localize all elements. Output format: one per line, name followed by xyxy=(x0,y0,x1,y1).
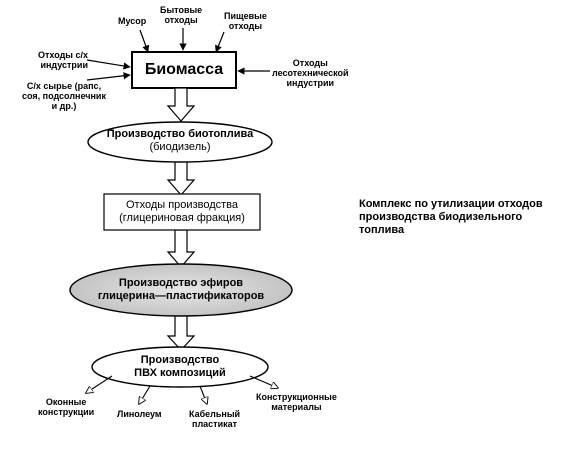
arrow-windows xyxy=(86,375,113,393)
output-cable-label: Кабельный пластикат xyxy=(189,409,241,429)
arrow-cable xyxy=(199,385,207,404)
esters-ellipse xyxy=(69,263,293,317)
arrow-construction xyxy=(249,375,278,388)
pvc-ellipse xyxy=(91,346,269,388)
biofuel-ellipse xyxy=(87,121,273,163)
output-linoleum-label: Линолеум xyxy=(117,409,162,419)
input-household-label: Бытовые отходы xyxy=(160,5,203,25)
flow-arrow-1 xyxy=(166,87,196,122)
input-agro-raw-label: С/х сырье (рапс, соя, подсолнечник и др.… xyxy=(22,81,106,111)
flow-arrow-4 xyxy=(166,313,196,351)
arrow-linoleum xyxy=(139,385,151,404)
input-forestry-label: Отходы лесотехнической индустрии xyxy=(272,58,349,88)
waste-sublabel: (глицериновая фракция) xyxy=(119,212,245,224)
output-windows-label: Оконные конструкции xyxy=(38,397,95,417)
arrow-food xyxy=(215,31,225,53)
arrow-trash xyxy=(139,29,150,53)
waste-box xyxy=(103,193,261,231)
biomass-label: Биомасса xyxy=(144,61,224,78)
biofuel-label: Производство биотоплива xyxy=(106,128,254,140)
flow-arrow-2 xyxy=(166,159,196,196)
arrow-agro-raw xyxy=(86,72,131,81)
arrow-agro-waste xyxy=(86,59,131,70)
flow-arrow-3 xyxy=(166,229,196,268)
input-agro-waste-label: Отходы с/х индустрии xyxy=(38,50,88,70)
pvc-label: Производство ПВХ композиций xyxy=(134,354,226,379)
output-construction-label: Конструкционные материалы xyxy=(256,392,337,412)
input-food-label: Пищевые отходы xyxy=(224,11,267,31)
biofuel-sublabel: (биодизель) xyxy=(149,141,211,153)
input-trash-label: Мусор xyxy=(118,16,147,26)
esters-label: Производство эфиров глицерина—пластифика… xyxy=(97,277,265,302)
diagram-caption: Комплекс по утилизации отходов производс… xyxy=(359,198,543,236)
waste-label: Отходы производства xyxy=(126,199,238,211)
